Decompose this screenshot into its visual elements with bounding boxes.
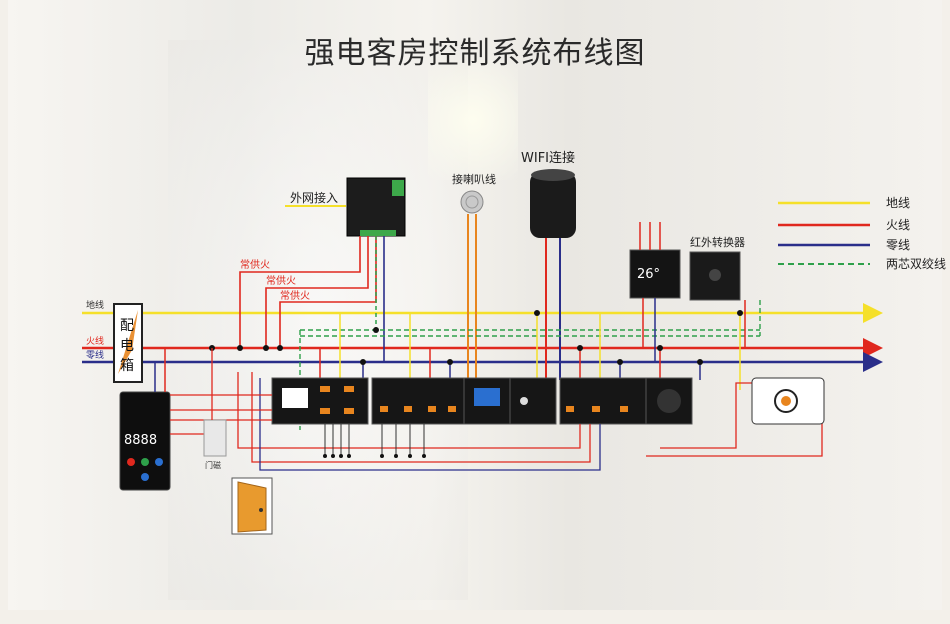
ir-converter: 红外转换器 xyxy=(689,235,745,301)
doorplate-display: 8888 xyxy=(124,433,157,448)
main-bus-lines xyxy=(82,303,883,372)
background-photo-band xyxy=(168,40,468,600)
diagram-canvas xyxy=(8,0,942,610)
distribution-box-label-1: 配 xyxy=(120,318,134,334)
ground-bus-label: 地线 xyxy=(86,299,104,311)
door-icon xyxy=(231,477,273,535)
bus-drops xyxy=(319,298,746,390)
legend-label-neutral: 零线 xyxy=(886,238,910,252)
thermostat-panel: 26° xyxy=(629,222,681,299)
legend: 地线 火线 零线 两芯双绞线 xyxy=(778,196,946,271)
switch-module-row xyxy=(271,377,693,425)
distribution-box: 配 电 箱 xyxy=(113,303,143,383)
live-bus-label: 火线 xyxy=(86,335,104,347)
distribution-box-label-2: 电 xyxy=(120,338,134,354)
neutral-bus-label: 零线 xyxy=(86,349,104,361)
background-lamp-glow xyxy=(428,60,518,180)
ir-converter-label: 红外转换器 xyxy=(690,235,745,249)
live-supply-label-2: 常供火 xyxy=(266,274,296,287)
speaker-wire-label: 接喇叭线 xyxy=(452,172,496,186)
wifi-label: WIFI连接 xyxy=(521,150,575,166)
legend-label-live: 火线 xyxy=(886,218,910,232)
legend-label-twisted: 两芯双绞线 xyxy=(886,256,946,271)
live-supply-label-3: 常供火 xyxy=(280,289,310,302)
ceiling-speaker: 接喇叭线 xyxy=(452,172,496,380)
legend-label-ground: 地线 xyxy=(886,196,910,210)
wifi-smart-speaker: WIFI连接 xyxy=(521,150,576,380)
live-supply-wires: 常供火 常供火 常供火 xyxy=(239,236,385,362)
live-supply-label-1: 常供火 xyxy=(240,258,270,271)
junction-dots xyxy=(209,310,743,365)
curtain-motor-controller xyxy=(751,377,825,425)
external-network-label: 外网接入 xyxy=(290,190,338,205)
gateway-controller: 外网接入 xyxy=(285,177,406,237)
door-sensor-label: 门磁 xyxy=(205,460,221,470)
thermostat-reading: 26° xyxy=(637,267,660,282)
doorplate-panel: 8888 xyxy=(119,348,272,491)
page-title: 强电客房控制系统布线图 xyxy=(304,36,646,71)
door-sensor: 门磁 xyxy=(203,348,227,470)
distribution-box-label-3: 箱 xyxy=(120,358,134,374)
